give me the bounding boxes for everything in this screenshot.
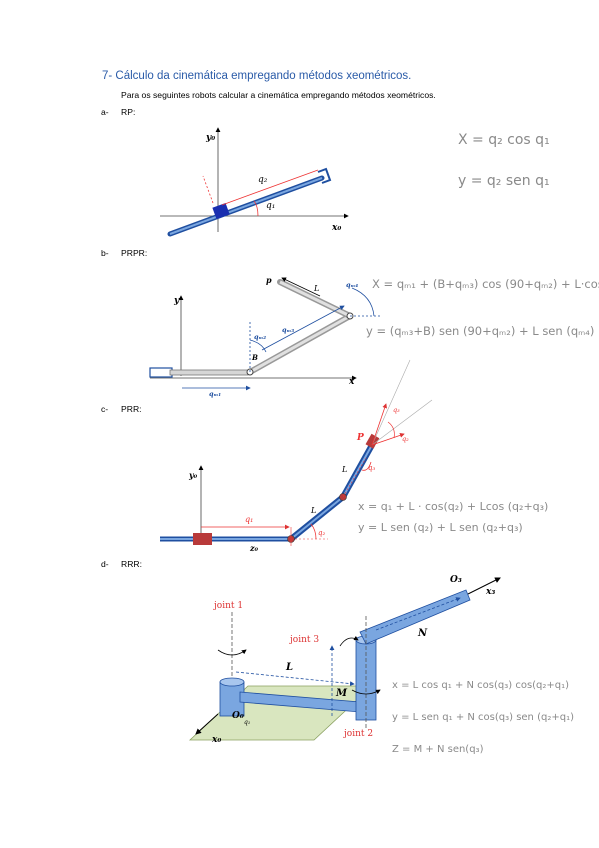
- label-qm2: qₘ₂: [254, 333, 266, 341]
- qm4-arc: [351, 287, 375, 317]
- axis-x0: [195, 713, 219, 735]
- L-dimension: [281, 277, 321, 297]
- eq-c-y: y = L sen (q₂) + L sen (q₂+q₃): [358, 521, 523, 534]
- label-O3: O₃: [450, 575, 462, 585]
- label-q3: q₃: [368, 464, 375, 472]
- label-q1: q₁: [244, 719, 250, 726]
- end-angle-arc: [387, 421, 395, 439]
- label-q2: q₂: [318, 529, 325, 537]
- section-c-letter: c-: [101, 404, 109, 414]
- eq-b-x: X = qₘ₁ + (B+qₘ₃) cos (90+qₘ₂) + L·cos(q…: [372, 277, 599, 291]
- end-effector-block: [365, 433, 380, 449]
- rail-base: [149, 367, 173, 378]
- label-z0: z₀: [249, 543, 259, 553]
- eq-a-x: X = q₂ cos q₁: [458, 132, 550, 148]
- link-1-highlight: [290, 496, 344, 540]
- link-qm3-inner: [249, 314, 351, 374]
- q2-length-line: [221, 169, 319, 206]
- label-x3: x₃: [485, 587, 495, 597]
- label-L: L: [285, 662, 293, 673]
- label-L-upper: L: [341, 465, 347, 474]
- link-L-inner: [279, 280, 351, 318]
- prismatic-slider-1: [169, 369, 249, 376]
- label-joint3: joint 3: [289, 635, 319, 645]
- eq-d-y: y = L sen q₁ + N cos(q₃) sen (q₂+q₁): [392, 712, 574, 723]
- L-dimension: [235, 671, 355, 686]
- section-b-letter: b-: [101, 248, 109, 258]
- end-axis-2: [371, 433, 405, 446]
- diagram-prr: y₀ z₀ P q₁ q₂ q₃ L L q₃ q₂: [160, 359, 433, 553]
- eq-a-y: y = q₂ sen q₁: [458, 173, 550, 189]
- label-B: B: [251, 353, 258, 362]
- q2-start-tick: [202, 175, 214, 204]
- prismatic-block: [193, 533, 212, 545]
- section-d-letter: d-: [101, 559, 109, 569]
- label-L: L: [313, 284, 319, 293]
- section-d-name: RRR:: [121, 559, 143, 569]
- label-qm3: qₘ₃: [282, 326, 294, 334]
- eq-c-x: x = q₁ + L · cos(q₂) + Lcos (q₂+q₃): [358, 500, 548, 513]
- q2-angle-arc: [310, 523, 317, 540]
- label-x0: x₀: [331, 223, 341, 233]
- page-title: 7- Cálculo da cinemática empregando méto…: [102, 70, 412, 82]
- label-q1: q₁: [266, 201, 275, 211]
- section-a-name: RP:: [121, 107, 136, 117]
- link-N: [359, 589, 471, 645]
- diagram-rp: y₀ x₀ q₂ q₁: [160, 127, 349, 237]
- label-L-lower: L: [310, 506, 316, 515]
- label-q1: q₁: [245, 515, 253, 524]
- ext-line-2: [371, 359, 411, 446]
- eq-d-x: x = L cos q₁ + N cos(q₃) cos(q₂+q₁): [392, 680, 569, 691]
- section-b-name: PRPR:: [121, 248, 148, 258]
- diagram-prpr: y x p L B qₘ₁ qₘ₂ qₘ₃ qₘ₄: [149, 275, 382, 398]
- label-p: p: [266, 275, 272, 285]
- label-qa: q₃: [393, 406, 400, 414]
- joint2-rotation-arrow: [351, 689, 381, 695]
- section-a-letter: a-: [101, 107, 109, 117]
- ext-line-1: [371, 399, 433, 446]
- label-y0: y₀: [188, 470, 198, 480]
- base-cylinder-top: [219, 677, 245, 687]
- qm3-dimension: [261, 305, 345, 351]
- label-q2: q₂: [258, 175, 268, 185]
- prismatic-link-highlight: [169, 177, 323, 235]
- label-y: y: [173, 296, 180, 306]
- label-qm1: qₘ₁: [209, 390, 221, 398]
- end-axis-1: [371, 403, 387, 446]
- label-N: N: [417, 628, 428, 639]
- qm2-arc: [249, 339, 267, 353]
- label-qm4: qₘ₄: [346, 281, 358, 289]
- eq-d-z: Z = M + N sen(q₃): [392, 744, 484, 755]
- label-O0: O₀: [232, 711, 244, 721]
- axis-x3: [467, 577, 501, 595]
- end-effector-gripper: [317, 167, 332, 184]
- label-qb: q₂: [402, 435, 409, 443]
- joint3-rotation-arrow: [339, 635, 359, 647]
- instruction-text: Para os seguintes robots calcular a cine…: [121, 90, 436, 100]
- q1-angle-arc: [253, 200, 259, 217]
- q3-ref-line: [342, 457, 367, 498]
- q3-angle-arc: [361, 461, 372, 471]
- section-c-name: PRR:: [121, 404, 142, 414]
- revolute-joint-block: [212, 202, 230, 220]
- label-joint2: joint 2: [343, 729, 373, 739]
- label-P: P: [356, 433, 364, 443]
- label-x0: x₀: [211, 735, 221, 745]
- label-y0: y₀: [205, 133, 215, 143]
- eq-b-y: y = (qₘ₃+B) sen (90+qₘ₂) + L sen (qₘ₄): [366, 324, 594, 338]
- label-x: x: [348, 377, 355, 387]
- label-joint1: joint 1: [213, 601, 243, 611]
- joint1-rotation-arrow: [217, 649, 247, 656]
- diagram-rrr: joint 1 joint 2 joint 3 O₀ O₃ x₀ x₃ L M …: [188, 575, 501, 745]
- label-M: M: [335, 688, 348, 699]
